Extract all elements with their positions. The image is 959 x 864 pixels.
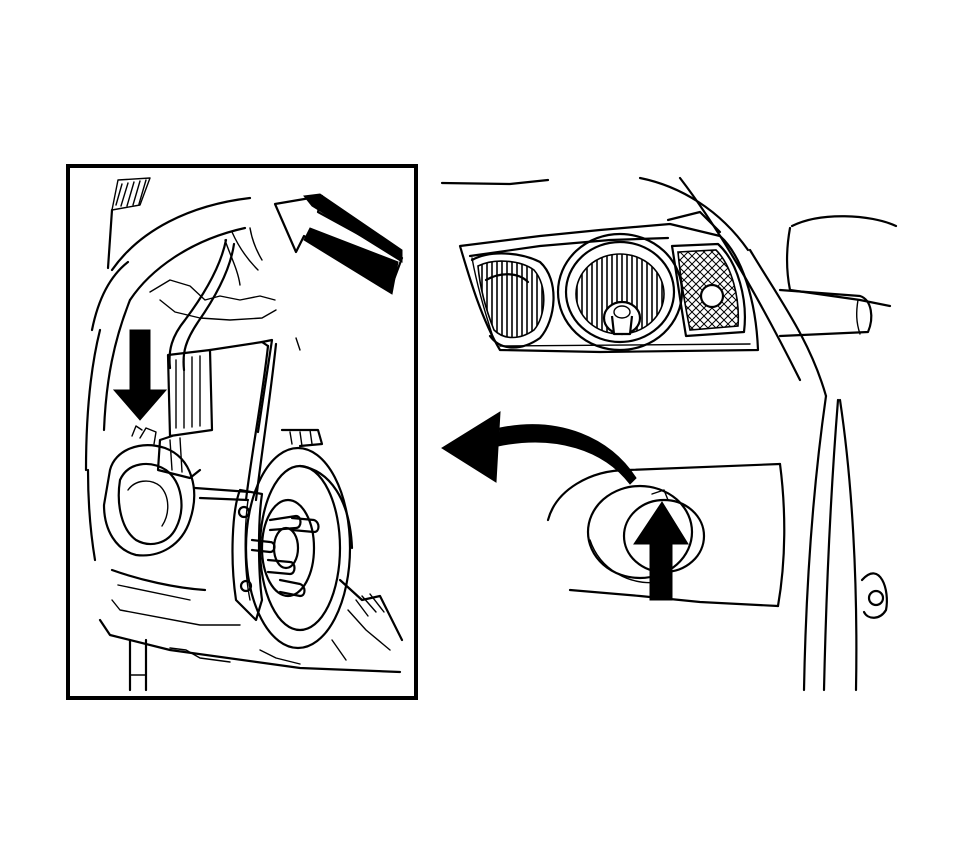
- arrow-down-icon: [112, 329, 168, 421]
- curved-arrow-icon: [441, 411, 637, 485]
- headlamp-view: [440, 176, 898, 692]
- wheel-studs: [250, 514, 320, 598]
- arrow-up-icon: [633, 501, 689, 601]
- hollow-arrow-icon: [273, 193, 404, 295]
- wheel-well-inset: [66, 164, 418, 700]
- inset-frame: [66, 164, 418, 700]
